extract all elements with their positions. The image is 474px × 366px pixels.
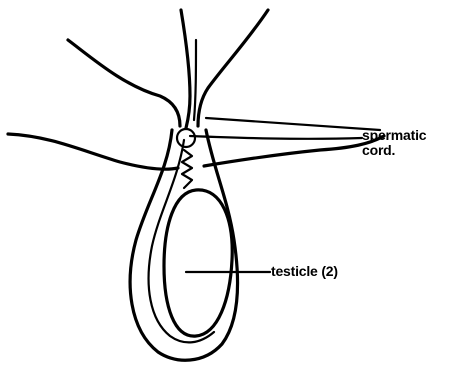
right-body-contour-line: [204, 136, 384, 166]
coiled-vessel: [182, 150, 192, 188]
left-body-contour-line: [8, 134, 178, 169]
spermatic-cord-label-line1: spermatic: [362, 128, 474, 143]
spermatic-cord-upper-line: [206, 118, 380, 130]
upper-left-contour-line: [68, 40, 180, 126]
testicle-outline: [164, 190, 232, 336]
upper-right-cord-line: [198, 10, 268, 126]
spermatic-cord-label: spermatic cord.: [362, 128, 474, 158]
testicle-label: testicle (2): [271, 264, 338, 279]
spermatic-cord-pointer-line: [190, 136, 362, 139]
spermatic-cord-label-line2: cord.: [362, 143, 474, 158]
inner-cord-line: [194, 40, 196, 120]
cord-circle: [177, 129, 195, 147]
upper-left-cord-line: [181, 10, 190, 128]
